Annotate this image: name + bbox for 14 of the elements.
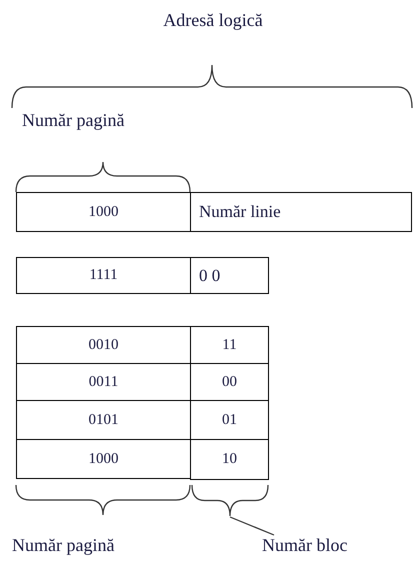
address-title: Adresă logică: [162, 9, 264, 32]
field-label: Număr bloc: [262, 533, 348, 557]
table-cell: 1000: [16, 439, 191, 479]
leader-line: [230, 516, 274, 536]
table-cell: 1111: [16, 257, 191, 294]
table-cell: 1000: [16, 192, 191, 232]
table-cell: 0010: [16, 326, 191, 364]
table-cell: Număr linie: [190, 192, 412, 232]
field-label: Număr pagină: [12, 534, 116, 557]
table-cell: 11: [190, 326, 269, 364]
table-cell: 10: [190, 439, 269, 480]
table-cell: 0 0: [190, 257, 269, 294]
field-label: Număr pagină: [22, 109, 126, 132]
curly-bracket: [191, 484, 269, 517]
